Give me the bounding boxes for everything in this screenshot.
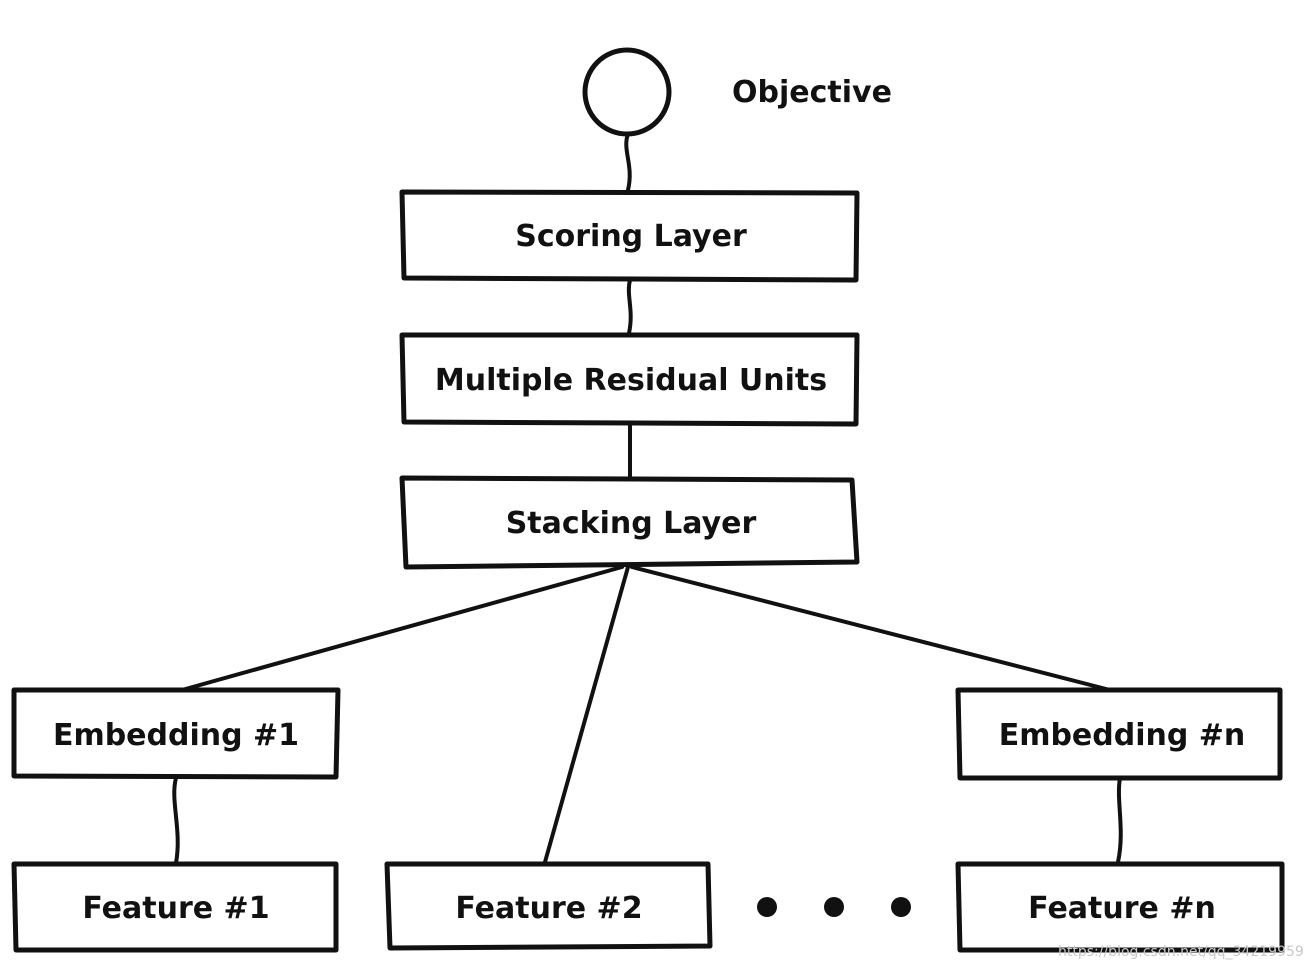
scoring-layer-box bbox=[399, 189, 860, 283]
embedding-1-node: Embedding #1 bbox=[11, 687, 341, 780]
feature-2-label: Feature #2 bbox=[455, 891, 642, 926]
residual-units-box bbox=[399, 332, 860, 427]
feature-1-node: Feature #1 bbox=[11, 861, 339, 953]
feature-n-box bbox=[955, 861, 1285, 953]
edge-scoring-residual bbox=[626, 278, 633, 335]
embedding-n-box bbox=[955, 687, 1283, 781]
embedding-1-box bbox=[11, 687, 341, 780]
residual-units-node: Multiple Residual Units bbox=[399, 332, 860, 427]
connectors bbox=[172, 132, 1123, 865]
feature-n-node: Feature #n bbox=[955, 861, 1285, 953]
ellipsis-dot bbox=[824, 897, 844, 917]
residual-units-label: Multiple Residual Units bbox=[435, 363, 827, 398]
watermark-text: https://blog.csdn.net/qq_34219959 bbox=[1058, 944, 1304, 960]
edge-objective-scoring bbox=[624, 132, 632, 192]
feature-n-label: Feature #n bbox=[1028, 891, 1216, 926]
scoring-layer-label: Scoring Layer bbox=[515, 219, 747, 254]
embedding-1-label: Embedding #1 bbox=[53, 718, 299, 753]
feature-2-node: Feature #2 bbox=[384, 861, 713, 951]
edge-stacking-feature-2 bbox=[543, 565, 630, 864]
ellipsis-dots bbox=[757, 897, 911, 917]
objective-node: Objective bbox=[582, 47, 892, 137]
edge-stacking-embedding-1 bbox=[180, 565, 624, 692]
edge-stacking-embedding-n bbox=[630, 565, 1112, 692]
embedding-n-label: Embedding #n bbox=[999, 718, 1246, 753]
objective-label: Objective bbox=[732, 75, 892, 110]
feature-2-box bbox=[384, 861, 713, 951]
scoring-layer-node: Scoring Layer bbox=[399, 189, 860, 283]
feature-1-label: Feature #1 bbox=[82, 891, 269, 926]
ellipsis-dot bbox=[891, 897, 911, 917]
objective-circle bbox=[582, 47, 672, 137]
stacking-layer-label: Stacking Layer bbox=[506, 506, 757, 541]
edge-embedding-1-feature-1 bbox=[172, 776, 180, 865]
embedding-n-node: Embedding #n bbox=[955, 687, 1283, 781]
edge-embedding-n-feature-n bbox=[1116, 776, 1123, 864]
feature-1-box bbox=[11, 861, 339, 953]
ellipsis-dot bbox=[757, 897, 777, 917]
stacking-layer-box bbox=[399, 475, 860, 570]
stacking-layer-node: Stacking Layer bbox=[399, 475, 860, 570]
